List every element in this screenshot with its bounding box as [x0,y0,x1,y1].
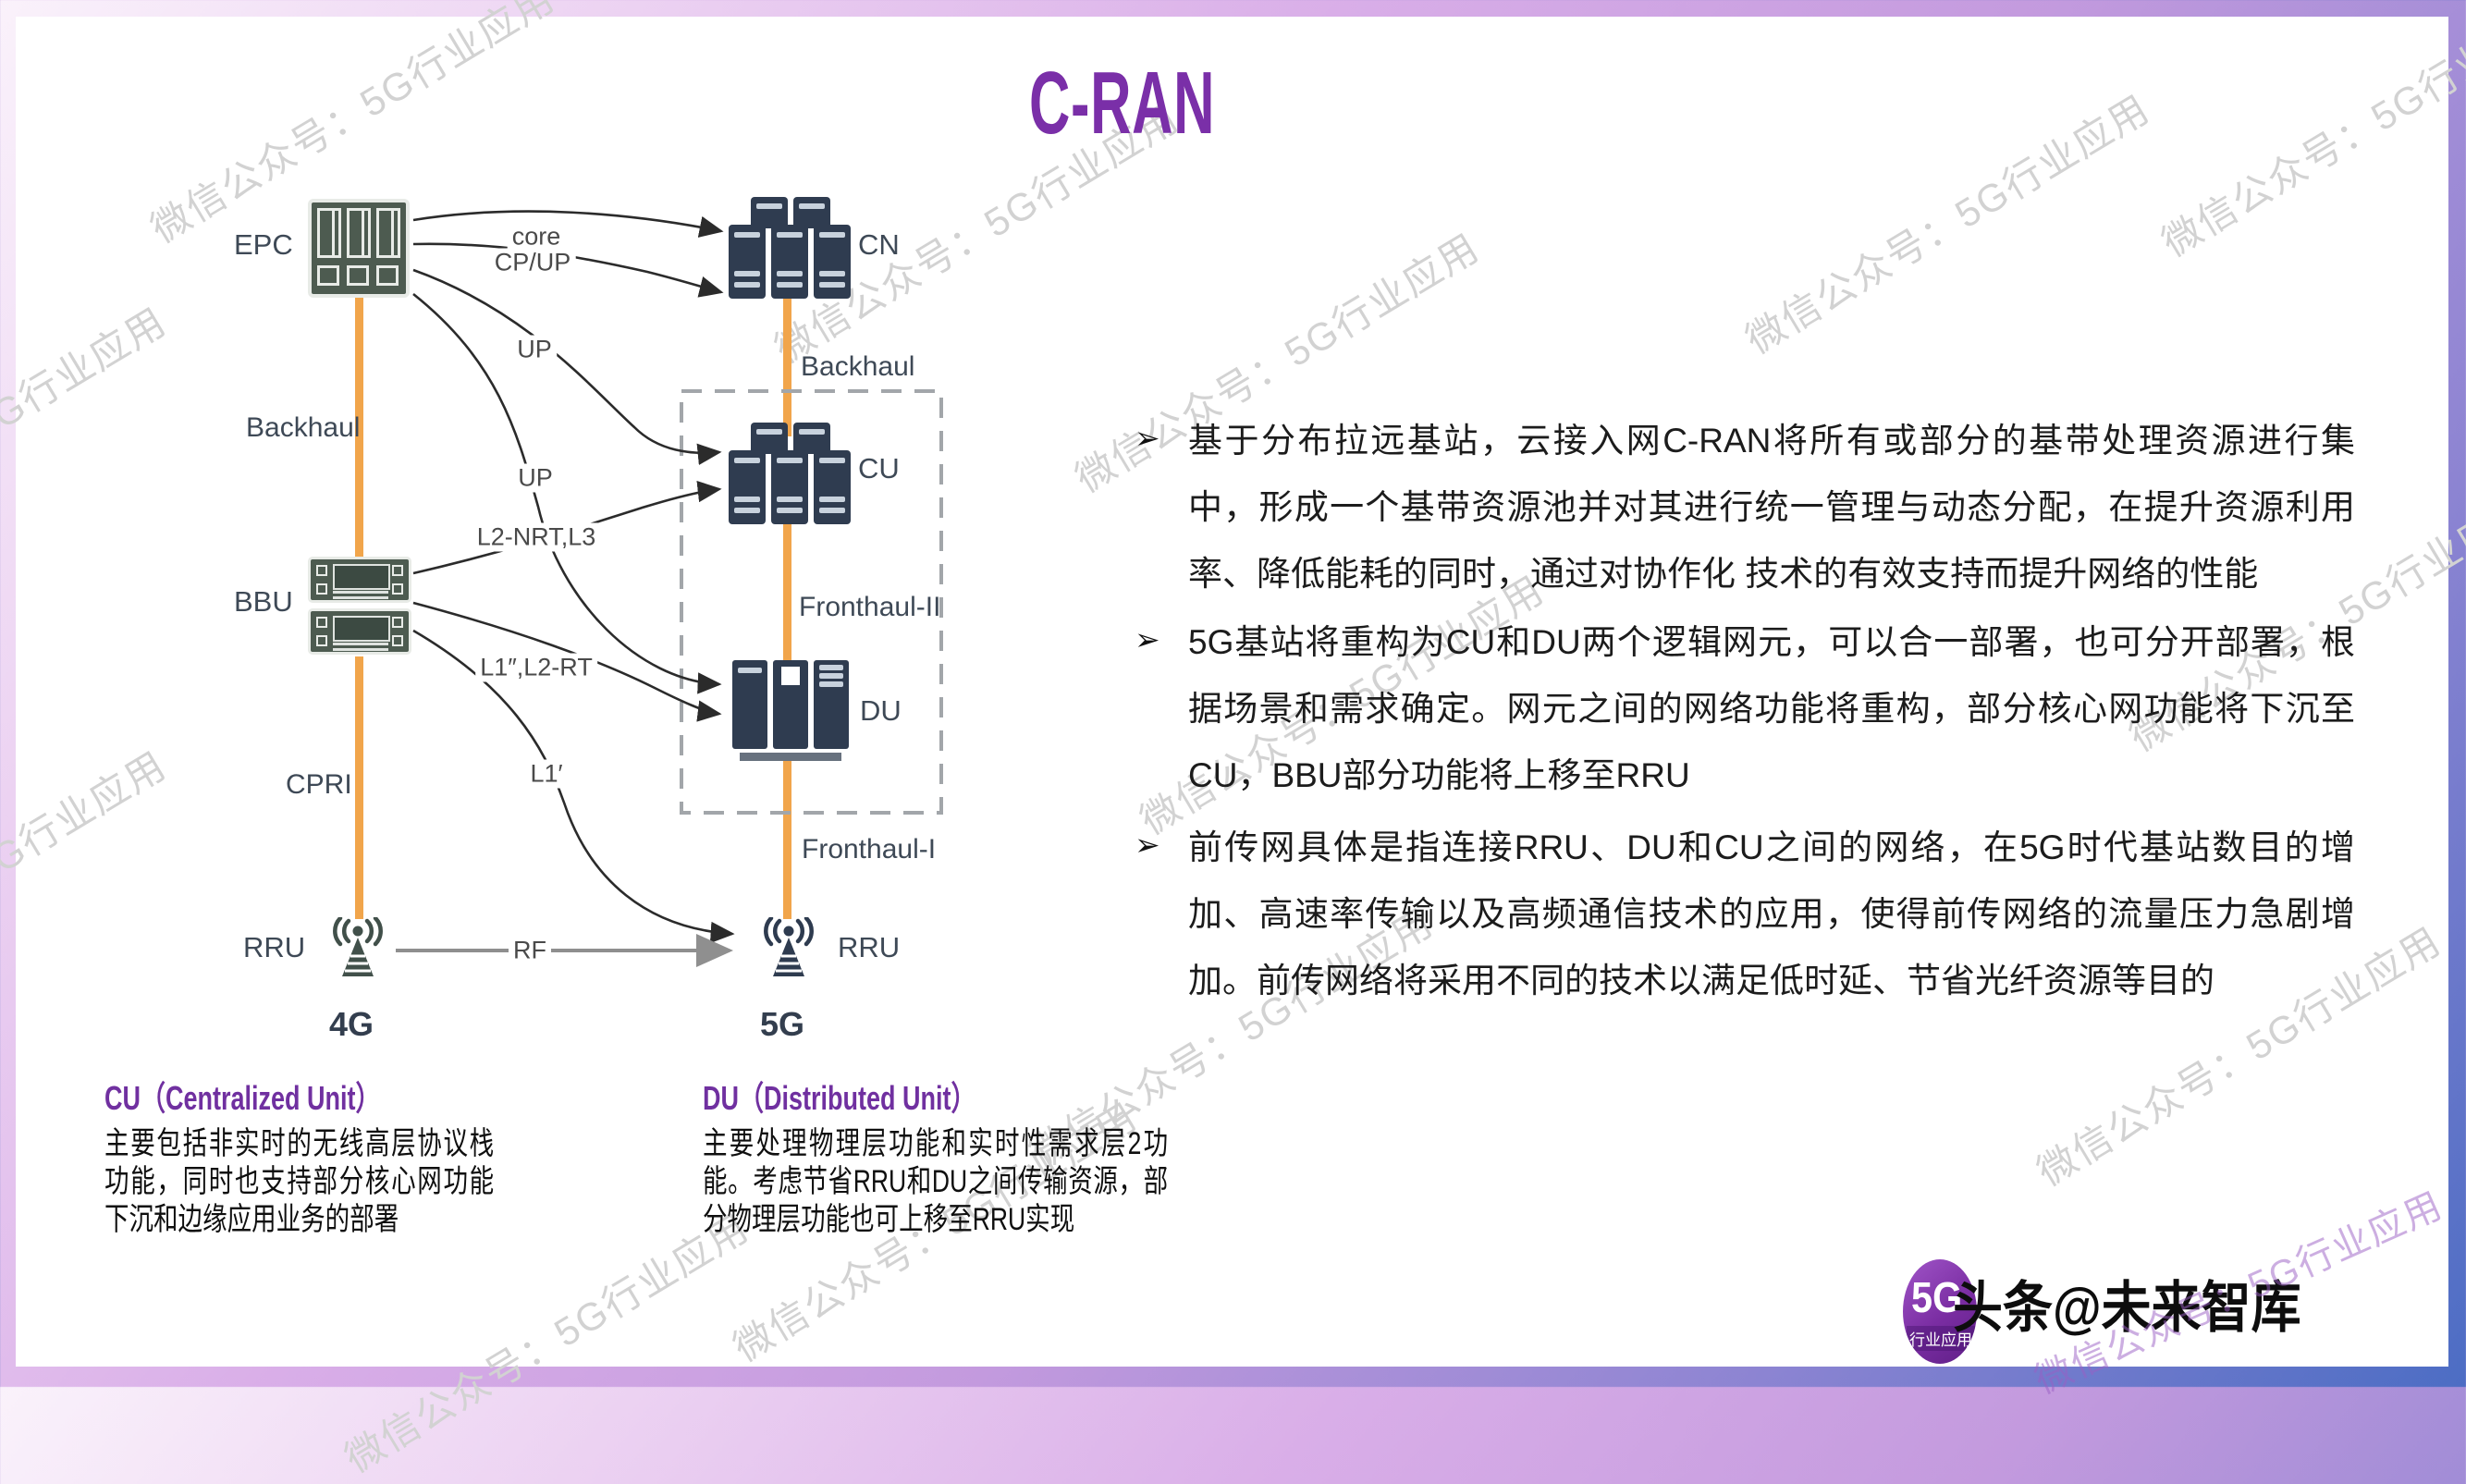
bbu-label: BBU [234,585,293,618]
fronthaul2-line [783,522,791,664]
bullet-marker-icon: ➢ [1135,421,1160,455]
bullet-marker-icon: ➢ [1135,622,1160,656]
cu-definition: CU（Centralized Unit） 主要包括非实时的无线高层协议栈功能，同… [104,1080,604,1239]
up-cu-arrow-label: UP [512,335,557,364]
rf-line-label: RF [509,936,551,965]
badge-5g-text: 5G [1911,1273,1963,1321]
up-du-arrow-label: UP [513,463,558,493]
l1-arrow-label: L1′ [525,759,568,789]
backhaul-left-label: Backhaul [246,412,361,443]
gen-4g-label: 4G [329,1005,374,1043]
epc-label: EPC [234,228,293,261]
bullet-item: ➢ 前传网具体是指连接RRU、DU和CU之间的网络，在5G时代基站数目的增加、高… [1135,815,2383,1014]
bullet-item: ➢ 5G基站将重构为CU和DU两个逻辑网元，可以合一部署，也可分开部署，根据场景… [1135,609,2383,809]
page-title: C-RAN [1029,54,1216,153]
cu-label: CU [858,452,900,484]
backhaul-line-left [355,298,363,557]
l2nrt-arrow-label: L2-NRT,L3 [472,522,601,552]
5g-badge-logo: 5G 行业应用 [1903,1259,1977,1364]
fronthaul-i-label: Fronthaul-I [802,834,937,865]
bullet-text-2: 5G基站将重构为CU和DU两个逻辑网元，可以合一部署，也可分开部署，根据场景和需… [1188,623,2355,794]
bullet-text-1: 基于分布拉远基站，云接入网C-RAN将所有或部分的基带处理资源进行集中，形成一个… [1188,422,2355,593]
cpri-line-left [355,656,363,919]
backhaul-right-label: Backhaul [801,351,915,382]
fronthaul-ii-label: Fronthaul-II [799,592,941,622]
cn-server-icon [729,197,851,299]
du-label: DU [860,694,902,727]
bullet-item: ➢ 基于分布拉远基站，云接入网C-RAN将所有或部分的基带处理资源进行集中，形成… [1135,408,2383,607]
rru-4g-label: RRU [243,931,306,963]
rru-4g-antenna-icon [333,917,383,976]
cpup-arrow-label: CP/UP [489,248,576,277]
byline-text: 头条@未来智库 [1953,1277,2301,1339]
core-arrow-label: core [507,222,566,251]
du-server-icon [730,660,851,762]
epc-server-icon [308,199,410,298]
cpri-label: CPRI [286,769,352,800]
fronthaul1-line [783,761,791,919]
badge-subtitle-text: 行业应用 [1907,1326,1975,1351]
cn-label: CN [858,228,900,261]
cu-definition-body: 主要包括非实时的无线高层协议栈功能，同时也支持部分核心网功能下沉和边缘应用业务的… [104,1126,495,1237]
bullet-marker-icon: ➢ [1135,828,1160,862]
du-definition-heading: DU（Distributed Unit） [703,1079,976,1117]
du-definition: DU（Distributed Unit） 主要处理物理层功能和实时性需求层2功能… [703,1080,1299,1239]
gen-5g-label: 5G [760,1005,805,1043]
du-definition-body: 主要处理物理层功能和实时性需求层2功能。考虑节省RRU和DU之间传输资源，部分物… [703,1126,1169,1237]
rru-5g-label: RRU [838,931,901,963]
cu-server-icon [729,423,851,524]
cu-definition-heading: CU（Centralized Unit） [104,1079,381,1117]
rru-5g-antenna-icon [764,917,814,976]
l1l2rt-arrow-label: L1″,L2-RT [475,653,597,682]
bullet-text-3: 前传网具体是指连接RRU、DU和CU之间的网络，在5G时代基站数目的增加、高速率… [1188,828,2355,1000]
bbu-rack-icon [308,557,411,656]
backhaul-line-right [783,299,791,436]
